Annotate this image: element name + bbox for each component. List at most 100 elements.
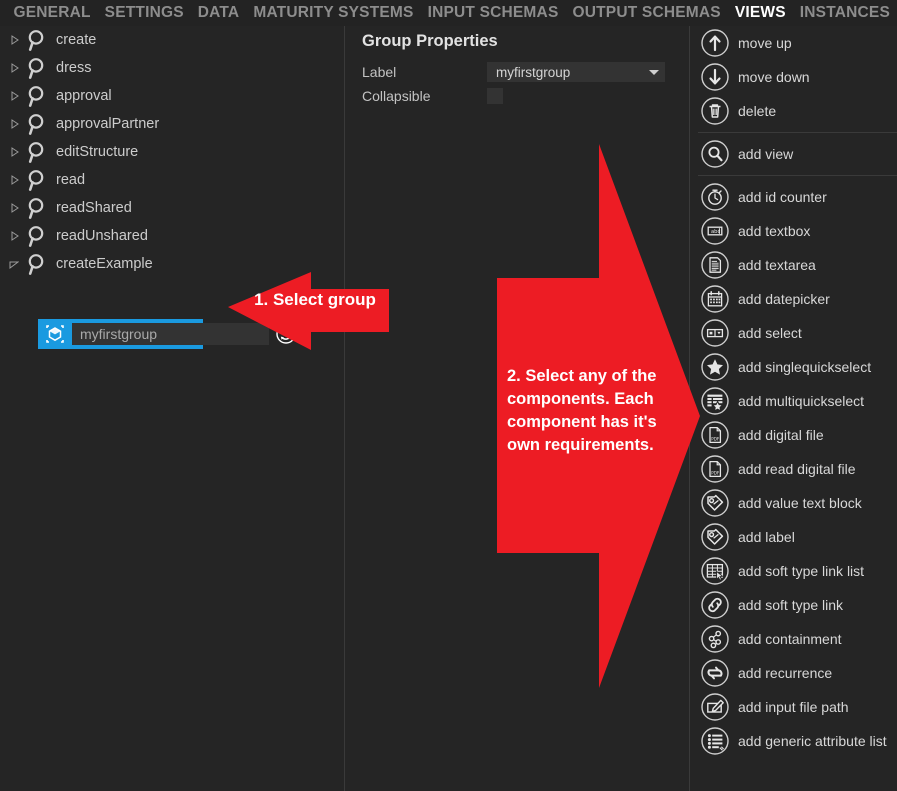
action-add-singlequickselect[interactable]: add singlequickselect — [690, 350, 897, 384]
arrow-down-circle-icon — [700, 62, 730, 92]
action-label: add label — [738, 529, 795, 545]
nav-item-settings[interactable]: SETTINGS — [104, 4, 184, 21]
chevron-right-icon[interactable] — [6, 110, 22, 138]
action-label: add generic attribute list — [738, 733, 887, 749]
nav-item-views[interactable]: VIEWS — [734, 4, 786, 21]
arrow-up-circle-icon — [700, 28, 730, 58]
action-add-datepicker[interactable]: add datepicker — [690, 282, 897, 316]
action-add-multiquickselect[interactable]: add multiquickselect — [690, 384, 897, 418]
chevron-right-icon[interactable] — [6, 138, 22, 166]
nav-item-instances[interactable]: INSTANCES — [799, 4, 890, 21]
tree-item-editStructure[interactable]: editStructure — [0, 138, 344, 166]
label-select-value: myfirstgroup — [496, 64, 571, 80]
collapsible-checkbox[interactable] — [487, 88, 503, 104]
action-delete[interactable]: delete — [690, 94, 897, 128]
annotation-arrow-2-line4: own requirements. — [507, 436, 654, 454]
refresh-icon[interactable] — [273, 321, 299, 347]
selected-group-row[interactable] — [38, 319, 296, 349]
action-add-select[interactable]: add select — [690, 316, 897, 350]
label-property-row: Label myfirstgroup — [362, 62, 665, 82]
chevron-right-icon[interactable] — [6, 82, 22, 110]
nav-item-general[interactable]: GENERAL — [13, 4, 91, 21]
tree-item-label: createExample — [56, 256, 153, 272]
action-move-down[interactable]: move down — [690, 60, 897, 94]
nav-item-output-schemas[interactable]: OUTPUT SCHEMAS — [572, 4, 721, 21]
action-add-soft-type-link[interactable]: add soft type link — [690, 588, 897, 622]
magnifier-icon — [22, 138, 52, 166]
action-add-view[interactable]: add view — [690, 137, 897, 171]
recurrence-icon — [700, 658, 730, 688]
tag-icon — [700, 488, 730, 518]
action-add-id-counter[interactable]: add id counter — [690, 180, 897, 214]
actions-divider — [698, 132, 897, 133]
action-move-up[interactable]: move up — [690, 26, 897, 60]
tree-item-dress[interactable]: dress — [0, 54, 344, 82]
chevron-right-icon[interactable] — [6, 194, 22, 222]
tree-item-label: readShared — [56, 200, 132, 216]
magnifier-icon — [22, 82, 52, 110]
nodes-icon — [700, 624, 730, 654]
svg-text:abc: abc — [711, 229, 720, 235]
action-label: add multiquickselect — [738, 393, 865, 409]
collapsible-field-label: Collapsible — [362, 88, 431, 104]
action-add-value-text-block[interactable]: add value text block — [690, 486, 897, 520]
tree-item-readUnshared[interactable]: readUnshared — [0, 222, 344, 250]
magnifier-icon — [22, 250, 52, 278]
chevron-right-icon[interactable] — [6, 26, 22, 54]
tree-item-create[interactable]: create — [0, 26, 344, 54]
top-navigation-bar: GENERAL SETTINGS DATA MATURITY SYSTEMS INPUT… — [0, 0, 897, 26]
nav-item-input-schemas[interactable]: INPUT SCHEMAS — [427, 4, 559, 21]
tree-item-approval[interactable]: approval — [0, 82, 344, 110]
action-label: add soft type link — [738, 597, 844, 613]
group-name-input[interactable] — [72, 323, 269, 345]
action-label: add datepicker — [738, 291, 830, 307]
tree-item-read[interactable]: read — [0, 166, 344, 194]
magnifier-icon — [700, 139, 730, 169]
action-add-input-file-path[interactable]: add input file path — [690, 690, 897, 724]
annotation-arrow-2-line1: 2. Select any of the — [507, 367, 657, 385]
pdf-file-icon: PDF — [700, 420, 730, 450]
chevron-right-icon[interactable] — [6, 54, 22, 82]
magnifier-icon — [22, 194, 52, 222]
action-add-soft-type-link-list[interactable]: add soft type link list — [690, 554, 897, 588]
chevron-down-icon[interactable] — [6, 250, 22, 278]
chevron-down-icon — [649, 69, 659, 75]
label-select[interactable]: myfirstgroup — [487, 62, 665, 82]
action-add-textbox[interactable]: abc add textbox — [690, 214, 897, 248]
tree-item-createExample[interactable]: createExample — [0, 250, 344, 278]
magnifier-icon — [22, 54, 52, 82]
action-add-recurrence[interactable]: add recurrence — [690, 656, 897, 690]
action-add-label[interactable]: add label — [690, 520, 897, 554]
svg-text:PDF: PDF — [711, 470, 720, 475]
magnifier-icon — [22, 110, 52, 138]
pdf-file-icon: PDF — [700, 454, 730, 484]
annotation-arrow-2-text: 2. Select any of the components. Each co… — [507, 365, 685, 457]
calendar-icon — [700, 284, 730, 314]
action-label: add textarea — [738, 257, 816, 273]
action-add-textarea[interactable]: add textarea — [690, 248, 897, 282]
tree-item-label: readUnshared — [56, 228, 148, 244]
annotation-arrow-2-line2: components. Each — [507, 390, 654, 408]
annotation-arrow-2-line3: component has it's — [507, 413, 657, 431]
tree-item-approvalPartner[interactable]: approvalPartner — [0, 110, 344, 138]
chevron-right-icon[interactable] — [6, 166, 22, 194]
action-add-containment[interactable]: add containment — [690, 622, 897, 656]
tree-item-label: approval — [56, 88, 112, 104]
chevron-right-icon[interactable] — [6, 222, 22, 250]
action-label: move up — [738, 35, 792, 51]
page-title: Group Properties — [362, 32, 498, 50]
actions-divider — [698, 175, 897, 176]
tree-item-readShared[interactable]: readShared — [0, 194, 344, 222]
nav-item-data[interactable]: DATA — [197, 4, 240, 21]
action-label: add textbox — [738, 223, 811, 239]
nav-item-maturity-systems[interactable]: MATURITY SYSTEMS — [253, 4, 414, 21]
tree-item-label: approvalPartner — [56, 116, 160, 132]
magnifier-icon — [22, 26, 52, 54]
action-add-generic-attribute-list[interactable]: add generic attribute list — [690, 724, 897, 758]
